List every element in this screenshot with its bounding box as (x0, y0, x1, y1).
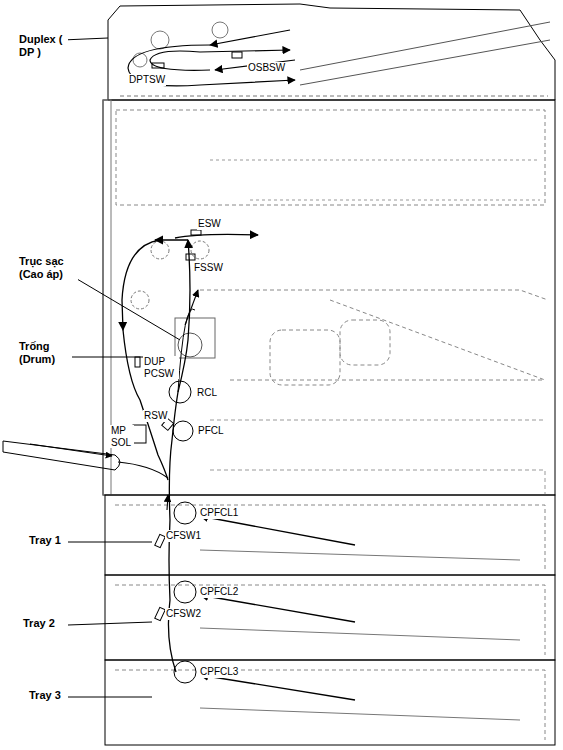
switch-label: CFSW1 (165, 530, 202, 542)
switch-label: DPTSW (128, 74, 166, 86)
switch-label: ESW (197, 218, 222, 230)
switch-label: RSW (143, 410, 168, 422)
roller-label: PFCL (197, 425, 225, 437)
unit-label: Duplex ( DP ) (18, 33, 68, 58)
roller-label: CPFCL2 (199, 586, 239, 598)
part-label: Trống (Drum) (18, 340, 72, 365)
tray-label: Tray 3 (28, 689, 62, 702)
tray-label: Tray 2 (22, 617, 56, 630)
switch-label: OSBSW (247, 62, 286, 74)
switch-label: FSSW (193, 262, 224, 274)
roller-label: RCL (196, 387, 218, 399)
roller-label: CPFCL1 (199, 507, 239, 519)
solenoid-label: MP SOL (110, 425, 134, 448)
part-label: Trục sạc (Cao áp) (18, 255, 78, 280)
tray-label: Tray 1 (28, 534, 62, 547)
switch-label: DUP PCSW (143, 356, 179, 379)
switch-label: CFSW2 (165, 608, 202, 620)
roller-label: CPFCL3 (199, 666, 239, 678)
